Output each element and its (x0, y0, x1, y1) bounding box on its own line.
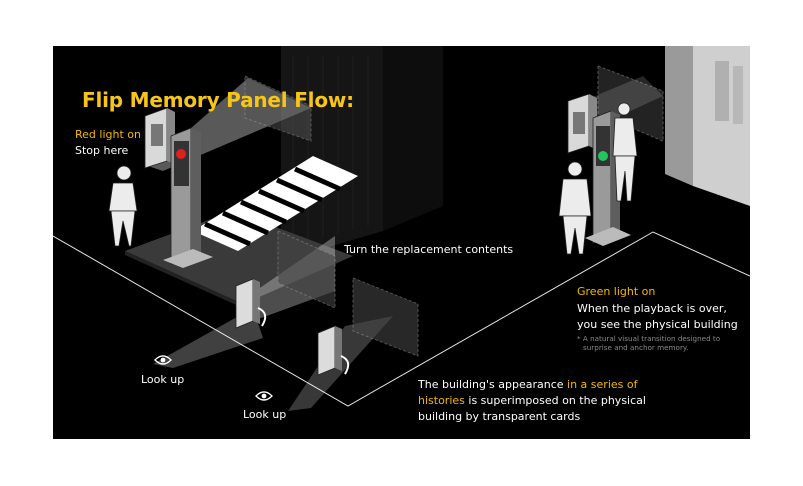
eye-icon (255, 391, 273, 401)
green-light-note1: * A natural visual transition designed t… (577, 334, 721, 343)
green-light-icon (598, 151, 608, 161)
red-light-icon (176, 149, 186, 159)
building-text-highlight2: histories (418, 394, 465, 407)
green-light-line2: you see the physical building (577, 318, 738, 331)
look-up-label-1: Look up (141, 373, 185, 386)
person-figure-right-1 (612, 102, 638, 202)
crosswalk (193, 156, 358, 251)
isometric-scene (53, 46, 750, 411)
building-text-line3: building by transparent cards (418, 410, 581, 423)
person-figure (108, 165, 138, 247)
red-light-text: Stop here (75, 144, 129, 157)
green-light-line1: When the playback is over, (577, 302, 727, 315)
flip-panel-red (144, 107, 213, 268)
building-text-post: is superimposed on the physical (464, 394, 646, 407)
flip-panel-lookup-1 (235, 278, 267, 329)
eye-icon (154, 355, 172, 365)
replacement-label: Turn the replacement contents (344, 243, 514, 256)
background-building (281, 46, 443, 261)
green-light-note2: surprise and anchor memory. (583, 343, 689, 352)
physical-building (665, 46, 750, 206)
person-figure-right-2 (558, 161, 592, 255)
flip-panel-lookup-2 (317, 325, 350, 376)
red-light-label: Red light on (75, 128, 141, 141)
diagram-panel: Flip Memory Panel Flow: Red light on Sto… (53, 46, 750, 439)
flip-panel-green (567, 93, 631, 246)
look-up-label-2: Look up (243, 408, 287, 421)
building-text-line2: histories is superimposed on the physica… (418, 393, 646, 408)
page-title: Flip Memory Panel Flow: (82, 88, 354, 112)
building-text-line1: The building's appearance in a series of (418, 377, 637, 392)
green-light-label: Green light on (577, 285, 656, 298)
building-text-highlight1: in a series of (567, 378, 638, 391)
building-text-pre: The building's appearance (418, 378, 568, 391)
ground-outline (53, 231, 750, 407)
